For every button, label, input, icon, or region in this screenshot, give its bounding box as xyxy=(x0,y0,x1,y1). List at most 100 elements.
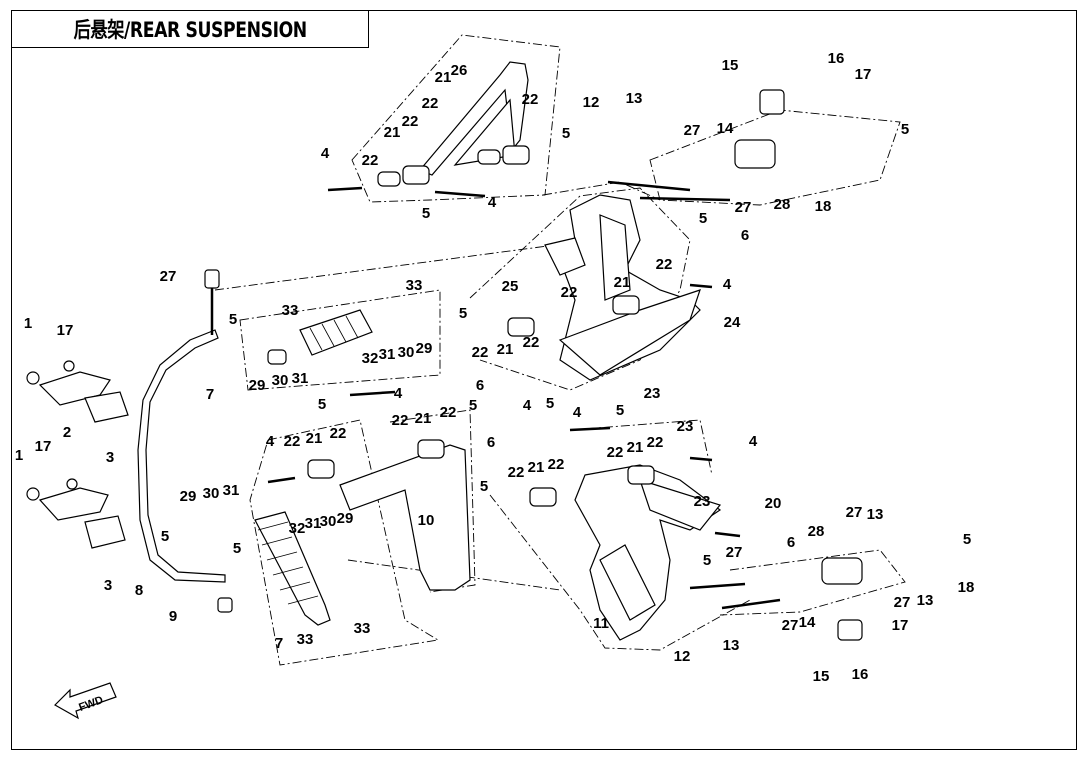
rear-frame-25 xyxy=(544,194,701,381)
part-callout-5: 5 xyxy=(963,531,971,548)
part-callout-5: 5 xyxy=(469,397,477,414)
part-callout-4: 4 xyxy=(321,145,330,162)
part-callout-5: 5 xyxy=(901,121,909,138)
part-callout-18: 18 xyxy=(958,579,975,596)
part-callout-22: 22 xyxy=(523,334,540,351)
part-callout-28: 28 xyxy=(808,523,825,540)
part-callout-21: 21 xyxy=(528,459,545,476)
part-callout-30: 30 xyxy=(320,513,337,530)
part-callout-22: 22 xyxy=(656,256,673,273)
part-callout-5: 5 xyxy=(703,552,711,569)
part-callout-22: 22 xyxy=(330,425,347,442)
part-callout-22: 22 xyxy=(362,152,379,169)
part-callout-4: 4 xyxy=(394,385,403,402)
part-callout-29: 29 xyxy=(180,488,197,505)
part-callout-22: 22 xyxy=(522,91,539,108)
part-callout-5: 5 xyxy=(480,478,488,495)
part-callout-17: 17 xyxy=(57,322,74,339)
part-callout-22: 22 xyxy=(422,95,439,112)
part-callout-21: 21 xyxy=(614,274,631,291)
part-callout-21: 21 xyxy=(435,69,452,86)
part-callout-16: 16 xyxy=(852,666,869,683)
part-callout-5: 5 xyxy=(562,125,570,142)
part-callout-21: 21 xyxy=(497,341,514,358)
part-callout-22: 22 xyxy=(607,444,624,461)
end-links xyxy=(204,269,220,335)
part-callout-22: 22 xyxy=(508,464,525,481)
part-callout-13: 13 xyxy=(626,90,643,107)
part-callout-5: 5 xyxy=(318,396,326,413)
part-callout-5: 5 xyxy=(459,305,467,322)
swing-arm-10 xyxy=(339,444,471,591)
part-callout-27: 27 xyxy=(160,268,177,285)
part-callout-5: 5 xyxy=(699,210,707,227)
page-title: 后悬架/REAR SUSPENSION xyxy=(73,18,307,42)
upper-arm-26 xyxy=(419,61,529,176)
part-callout-16: 16 xyxy=(828,50,845,67)
part-callout-3: 3 xyxy=(104,577,112,594)
part-callout-27: 27 xyxy=(894,594,911,611)
part-callout-5: 5 xyxy=(161,528,169,545)
part-callout-27: 27 xyxy=(782,617,799,634)
part-callout-12: 12 xyxy=(674,648,691,665)
part-callout-4: 4 xyxy=(749,433,758,450)
part-callout-8: 8 xyxy=(135,582,143,599)
part-callout-20: 20 xyxy=(765,495,782,512)
part-callout-25: 25 xyxy=(502,278,519,295)
part-callout-21: 21 xyxy=(306,430,323,447)
part-callout-6: 6 xyxy=(487,434,495,451)
part-callout-27: 27 xyxy=(726,544,743,561)
part-callout-15: 15 xyxy=(722,57,739,74)
part-callout-17: 17 xyxy=(855,66,872,83)
shock-absorber-lower xyxy=(254,511,331,626)
part-callout-15: 15 xyxy=(813,668,830,685)
part-callout-14: 14 xyxy=(717,120,734,137)
part-callout-30: 30 xyxy=(398,344,415,361)
part-callout-22: 22 xyxy=(440,404,457,421)
part-callout-22: 22 xyxy=(647,434,664,451)
clamp-brackets xyxy=(26,360,129,549)
part-callout-5: 5 xyxy=(616,402,624,419)
part-callout-13: 13 xyxy=(917,592,934,609)
part-callout-26: 26 xyxy=(451,62,468,79)
part-callout-22: 22 xyxy=(284,433,301,450)
part-callout-1: 1 xyxy=(15,447,23,464)
lower-frame-20 xyxy=(574,464,722,641)
part-callout-3: 3 xyxy=(106,449,114,466)
part-callout-28: 28 xyxy=(774,196,791,213)
part-callout-4: 4 xyxy=(723,276,732,293)
part-callout-27: 27 xyxy=(684,122,701,139)
part-callout-30: 30 xyxy=(203,485,220,502)
part-callout-30: 30 xyxy=(272,372,289,389)
part-callout-23: 23 xyxy=(677,418,694,435)
part-callout-5: 5 xyxy=(233,540,241,557)
part-callout-5: 5 xyxy=(422,205,430,222)
part-callout-5: 5 xyxy=(229,311,237,328)
part-callout-4: 4 xyxy=(266,433,275,450)
part-callout-24: 24 xyxy=(724,314,741,331)
part-callout-33: 33 xyxy=(354,620,371,637)
part-callout-6: 6 xyxy=(741,227,749,244)
part-callout-22: 22 xyxy=(561,284,578,301)
part-callout-1: 1 xyxy=(24,315,32,332)
part-callout-23: 23 xyxy=(694,493,711,510)
drawing-frame xyxy=(11,10,1077,750)
part-callout-27: 27 xyxy=(735,199,752,216)
part-callout-9: 9 xyxy=(169,608,177,625)
part-callout-6: 6 xyxy=(476,377,484,394)
part-callout-2: 2 xyxy=(63,424,71,441)
part-callout-7: 7 xyxy=(206,386,214,403)
part-callout-21: 21 xyxy=(384,124,401,141)
bushings xyxy=(217,89,863,641)
part-callout-33: 33 xyxy=(282,302,299,319)
part-callout-7: 7 xyxy=(275,635,283,652)
part-callout-18: 18 xyxy=(815,198,832,215)
part-callout-31: 31 xyxy=(379,346,396,363)
part-callout-29: 29 xyxy=(337,510,354,527)
part-callout-23: 23 xyxy=(644,385,661,402)
part-callout-17: 17 xyxy=(35,438,52,455)
part-callout-14: 14 xyxy=(799,614,816,631)
part-callout-4: 4 xyxy=(523,397,532,414)
